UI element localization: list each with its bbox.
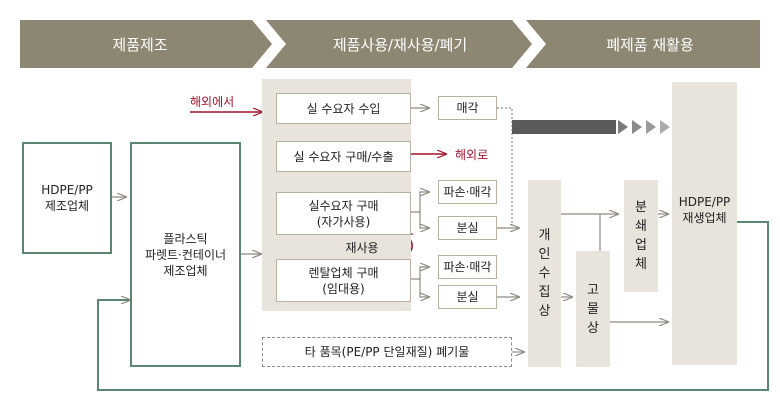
damage-sell-box-2: 파손·매각 [438,255,497,279]
arrow-own-to-lost [419,212,429,228]
damage-sell-box-1: 파손·매각 [438,180,497,204]
recycle-loop-line [97,221,769,391]
hdpe-recycler-label: HDPE/PP 재생업체 [678,195,731,225]
stage-use-reuse-disposal: 제품사용/재사용/폐기 [332,35,468,54]
sell-box: 매각 [438,96,497,120]
user-import-box: 실 수요자 수입 [276,93,411,124]
arrow-rental-to-damage [411,267,429,280]
stage-banner [20,20,760,68]
arrow-rental-to-lost [419,279,429,297]
recycler-panel [672,82,737,365]
dotted-connector [497,107,513,226]
rental-box: 렌탈업체 구매 (임대용) [276,259,411,302]
hdpe-manufacturer-box: HDPE/PP 제조업체 [22,142,112,254]
overseas-out-label: 해외로 [455,148,489,162]
lost-box-1: 분실 [438,216,497,240]
user-export-box: 실 수요자 구매/수출 [276,141,411,172]
arrow-own-to-damage [411,192,429,213]
flow-arrow-band [512,120,670,134]
stage-manufacturing: 제품제조 [112,35,168,54]
plastic-manufacturer-box: 플라스틱 파렛트·컨테이너 제조업체 [130,142,241,367]
user-own-use-box: 실수요자 구매 (자가사용) [276,192,411,235]
overseas-in-label: 해외에서 [190,95,235,109]
stage-recycling: 폐제품 재활용 [606,35,694,54]
other-waste-box: 타 품목(PE/PP 단일재질) 폐기물 [262,337,512,367]
reuse-label: 재사용 [345,241,379,255]
lost-box-2: 분실 [438,285,497,309]
